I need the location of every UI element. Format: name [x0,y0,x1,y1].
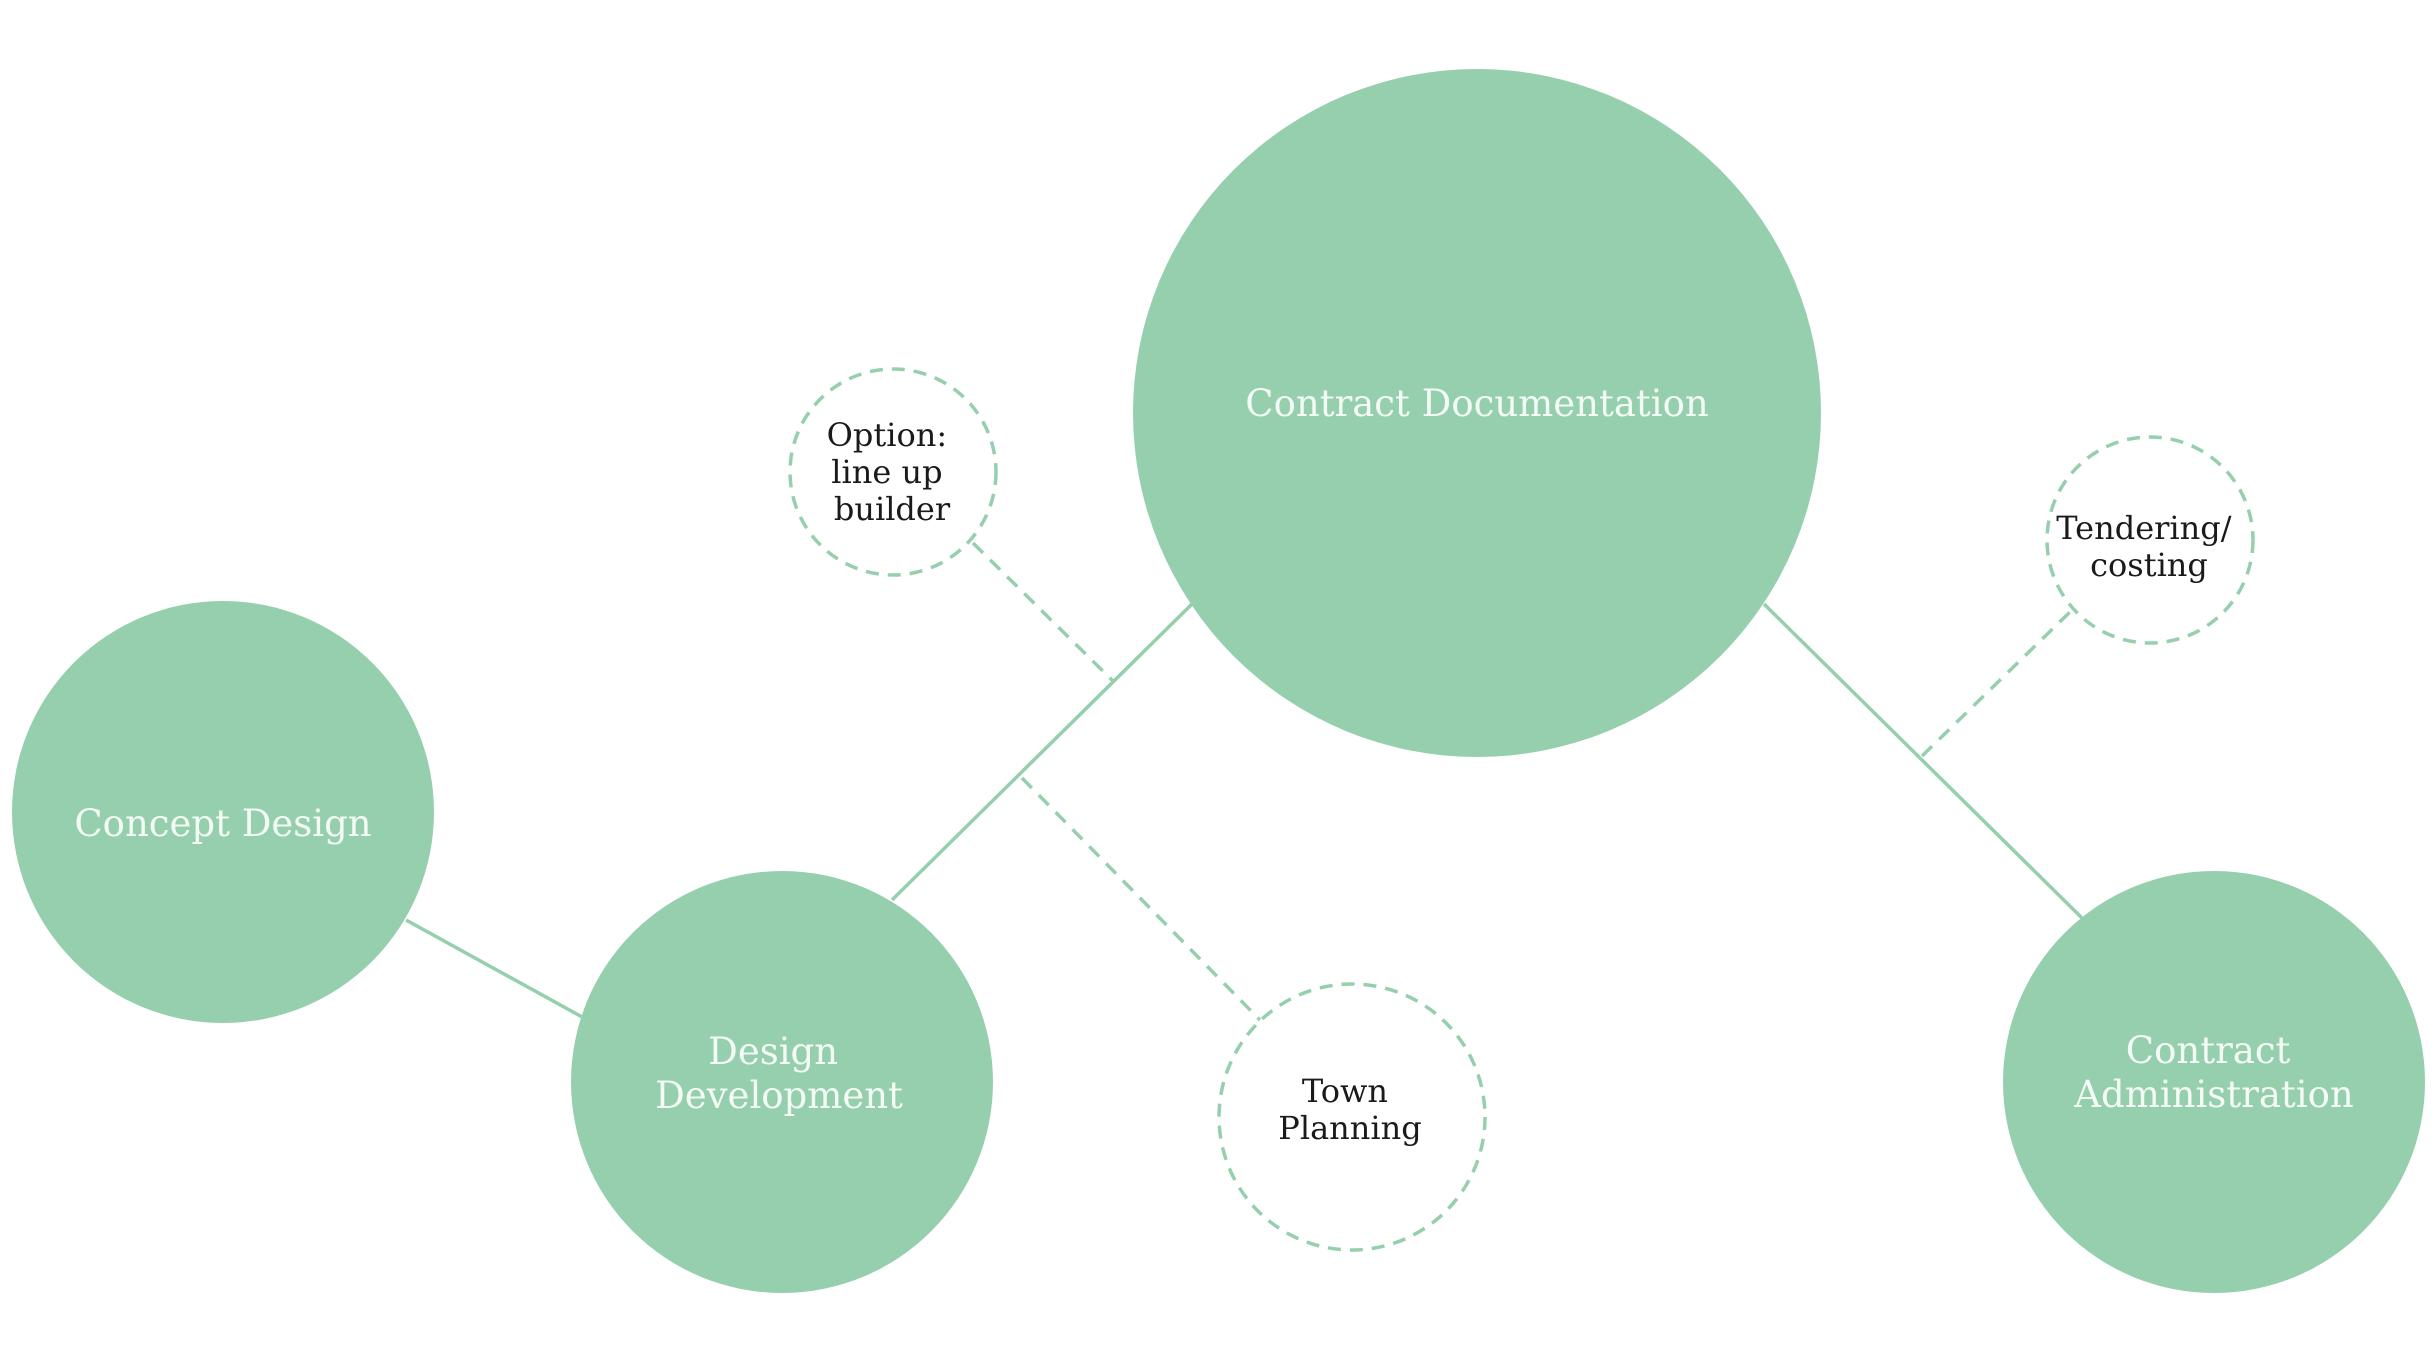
contract-documentation-label-line: Contract Documentation [1245,382,1708,425]
optional-nodes [788,367,2255,1252]
tendering-costing-label-line: Tendering/ [2056,509,2231,547]
concept-design-label: Concept Design [74,802,371,845]
connector-concept-to-development [405,918,585,1020]
contract-administration-node [2003,871,2425,1293]
concept-design-node [12,601,434,1023]
town-planning-node [1217,982,1487,1252]
design-development-label-line: Development [655,1074,903,1117]
tendering-costing-node [2045,435,2255,645]
contract-administration-label-line: Contract [2126,1029,2291,1072]
connector-line-up-builder [971,541,1115,683]
line-up-builder-label-line: line up [831,453,942,491]
design-development-label-line: Design [708,1030,838,1073]
contract-administration-label-line: Administration [2073,1073,2353,1116]
concept-design-label-line: Concept Design [74,802,371,845]
contract-documentation-label: Contract Documentation [1245,382,1708,425]
town-planning-label: Town Planning [1278,1072,1421,1147]
design-development-label: Design Development [655,1030,903,1117]
contract-documentation-node [1133,69,1821,757]
town-planning-label-line: Planning [1278,1109,1421,1147]
connector-documentation-to-administration [1762,602,2084,920]
connector-development-to-documentation [890,602,1194,902]
connector-town-planning [1020,776,1262,1022]
tendering-costing-label: Tendering/ costing [2056,509,2241,584]
line-up-builder-label-line: builder [834,490,951,528]
contract-administration-label: Contract Administration [2073,1029,2353,1116]
town-planning-label-line: Town [1302,1072,1388,1110]
line-up-builder-node [788,367,998,577]
line-up-builder-label-line: Option: [827,416,947,454]
tendering-costing-label-line: costing [2090,546,2208,584]
connector-tendering-costing [1920,608,2074,758]
connectors [405,541,2084,1022]
phase-nodes [12,69,2425,1293]
line-up-builder-label: Option: line up builder [827,416,958,528]
design-development-node [571,871,993,1293]
labels: Concept Design Design Development Contra… [74,382,2353,1147]
